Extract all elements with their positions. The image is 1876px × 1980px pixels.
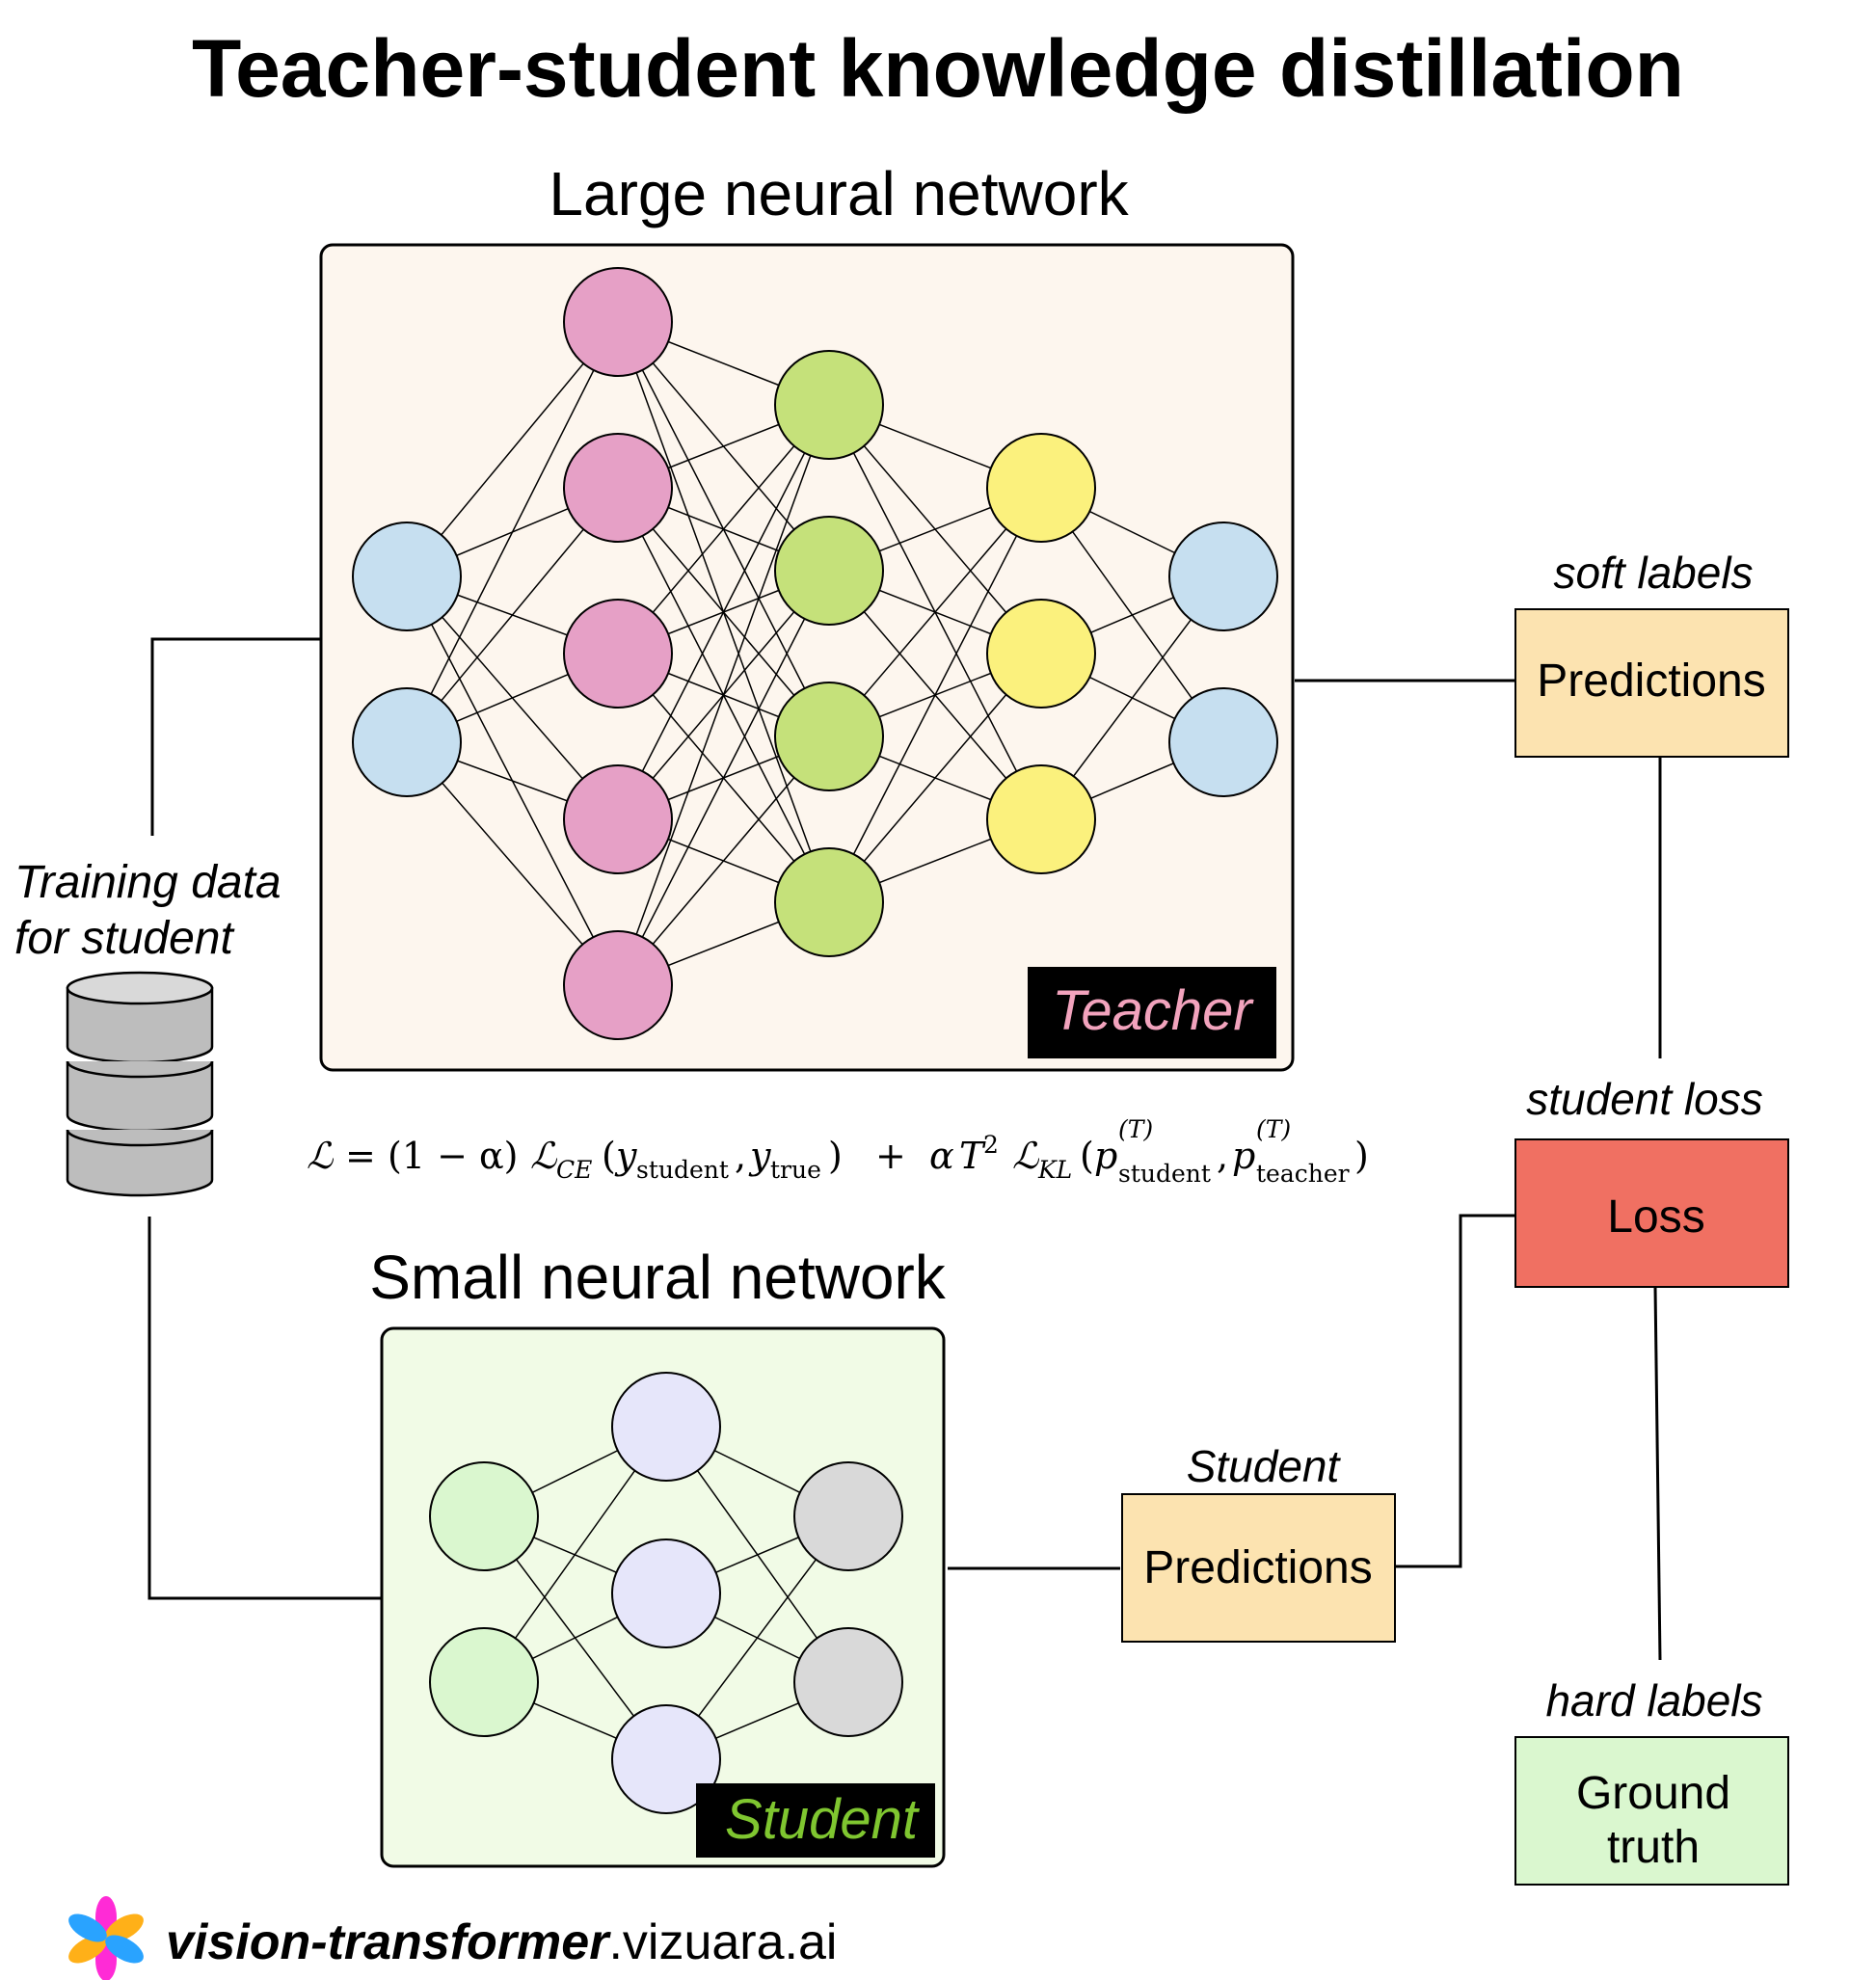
teacher-output-neuron — [1168, 522, 1278, 631]
page-title: Teacher-student knowledge distillation — [192, 23, 1684, 114]
loss-box — [1514, 1138, 1789, 1288]
formula-ce-subscript: CE — [556, 1156, 592, 1184]
formula-open-paren-2: ( — [1080, 1135, 1094, 1177]
student-loss-caption: student loss — [1526, 1074, 1762, 1124]
student-neurons — [429, 1372, 903, 1814]
formula-comma-2: , — [1217, 1135, 1228, 1177]
hard-labels-caption: hard labels — [1545, 1675, 1762, 1726]
distillation-loss-formula: ℒ = (1 − α) ℒ CE ( y student , y true ) … — [307, 1115, 1369, 1188]
footer-brand-bold: vision-transformer — [166, 1914, 611, 1970]
student-hidden-neuron — [611, 1372, 721, 1482]
formula-p-teacher-superscript: (T) — [1256, 1115, 1291, 1143]
teacher-hidden1-neuron — [563, 433, 673, 543]
database-icon — [66, 971, 214, 1197]
ground-truth-label-line1: Ground — [1576, 1768, 1730, 1819]
teacher-connection — [406, 321, 619, 743]
student-input-neuron — [429, 1461, 539, 1571]
teacher-connection — [406, 487, 619, 743]
training-data-label-line2: for student — [14, 913, 234, 964]
formula-p-teacher-subscript: teacher — [1256, 1160, 1350, 1188]
teacher-hidden3-neuron — [986, 764, 1096, 874]
student-hidden-neuron — [611, 1704, 721, 1814]
student-heading: Small neural network — [369, 1243, 947, 1312]
formula-kl-subscript: KL — [1037, 1156, 1072, 1184]
teacher-output-neuron — [1168, 687, 1278, 797]
teacher-hidden1-neuron — [563, 267, 673, 377]
ground-truth-box — [1514, 1736, 1789, 1886]
formula-p-student: p — [1094, 1135, 1117, 1177]
student-badge-label: Student — [725, 1788, 921, 1851]
student-predictions-label: Predictions — [1143, 1542, 1372, 1593]
teacher-hidden2-neuron — [774, 682, 884, 791]
formula-weight: (1 − α) — [388, 1135, 519, 1177]
teacher-hidden3-neuron — [986, 599, 1096, 709]
teacher-heading: Large neural network — [549, 159, 1129, 228]
teacher-input-neuron — [352, 687, 462, 797]
formula-open-paren: ( — [602, 1135, 616, 1177]
formula-y-true-subscript: true — [770, 1156, 821, 1184]
teacher-connection — [617, 404, 830, 986]
student-output-neuron — [793, 1627, 903, 1737]
connectors — [147, 637, 1662, 1661]
formula-temperature-exponent: 2 — [983, 1131, 999, 1159]
vizuara-logo-icon — [68, 1896, 144, 1980]
teacher-hidden3-neuron — [986, 433, 1096, 543]
teacher-badge — [1028, 967, 1276, 1058]
formula-ce-symbol: ℒ — [530, 1135, 558, 1177]
formula-p-teacher: p — [1232, 1135, 1255, 1177]
ground-truth-label-line2: truth — [1607, 1822, 1700, 1873]
connector-predictions-to-loss — [1395, 1214, 1515, 1568]
teacher-hidden2-neuron — [774, 847, 884, 957]
formula-p-student-superscript: (T) — [1118, 1115, 1153, 1143]
footer-brand: vision-transformer.vizuara.ai — [166, 1914, 837, 1970]
formula-close-paren: ) — [828, 1135, 843, 1177]
formula-kl-symbol: ℒ — [1012, 1135, 1040, 1177]
formula-comma: , — [735, 1135, 746, 1177]
loss-label: Loss — [1607, 1191, 1704, 1243]
training-data-label-line1: Training data — [14, 857, 281, 908]
formula-close-paren-2: ) — [1354, 1135, 1369, 1177]
student-hidden-neuron — [611, 1539, 721, 1648]
teacher-badge-label: Teacher — [1052, 979, 1254, 1042]
formula-y-true: y — [748, 1135, 771, 1177]
formula-temperature: T — [959, 1135, 986, 1177]
formula-loss-symbol: ℒ — [307, 1135, 335, 1177]
teacher-hidden1-neuron — [563, 930, 673, 1040]
formula-equals: = — [345, 1135, 376, 1177]
teacher-connection — [617, 570, 830, 986]
soft-predictions-box — [1514, 608, 1789, 758]
teacher-input-neuron — [352, 522, 462, 631]
soft-predictions-label: Predictions — [1537, 656, 1765, 707]
connector-data-to-student — [147, 1217, 389, 1600]
student-input-neuron — [429, 1627, 539, 1737]
teacher-hidden1-neuron — [563, 764, 673, 874]
teacher-neurons — [352, 267, 1278, 1040]
student-predictions-caption: Student — [1187, 1441, 1342, 1491]
formula-alpha: α — [929, 1135, 954, 1177]
teacher-connection — [828, 487, 1042, 903]
teacher-hidden2-neuron — [774, 350, 884, 460]
formula-plus: + — [875, 1135, 906, 1177]
teacher-hidden1-neuron — [563, 599, 673, 709]
student-badge — [696, 1783, 935, 1858]
soft-labels-caption: soft labels — [1553, 548, 1753, 598]
connector-data-to-teacher — [150, 637, 321, 836]
teacher-connection — [406, 321, 619, 577]
student-predictions-box — [1121, 1493, 1396, 1643]
connector-loss-to-ground-truth — [1653, 1286, 1662, 1661]
student-output-neuron — [793, 1461, 903, 1571]
formula-y-student: y — [614, 1135, 637, 1177]
teacher-connection — [617, 404, 830, 820]
footer-brand-domain: .vizuara.ai — [608, 1914, 837, 1970]
formula-p-student-subscript: student — [1118, 1160, 1211, 1188]
formula-y-student-subscript: student — [636, 1156, 729, 1184]
teacher-hidden2-neuron — [774, 516, 884, 626]
